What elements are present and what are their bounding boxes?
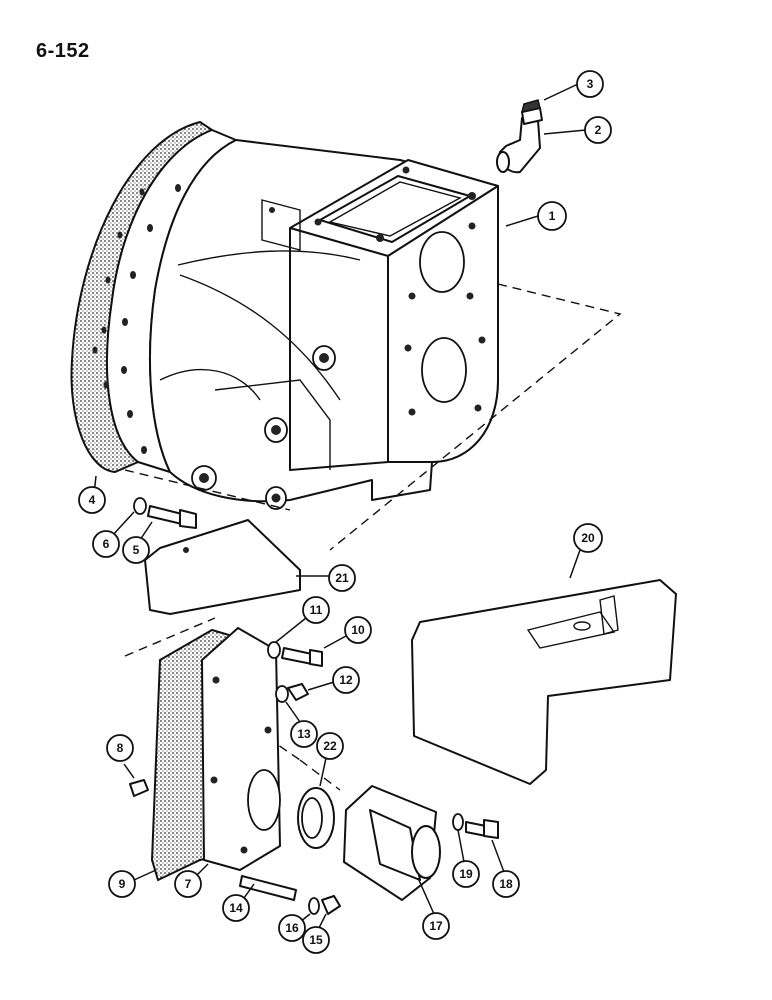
transmission-housing (70, 120, 499, 510)
callouts: 1 2 3 4 5 6 7 (78, 70, 612, 954)
callout-15: 15 (302, 913, 330, 954)
bracket-plate (144, 519, 301, 615)
nut-12 (287, 683, 309, 701)
breather-plug (520, 99, 543, 125)
callout-14: 14 (222, 883, 255, 922)
svg-text:6: 6 (103, 537, 110, 551)
svg-text:2: 2 (595, 123, 602, 137)
guard-shield (411, 579, 677, 785)
flange-bolt-holes (92, 156, 221, 454)
callout-4: 4 (78, 475, 106, 514)
washer-6 (133, 497, 147, 515)
callout-13: 13 (285, 701, 318, 748)
svg-text:4: 4 (89, 493, 96, 507)
svg-text:14: 14 (229, 901, 243, 915)
svg-text:13: 13 (297, 727, 311, 741)
callout-7: 7 (174, 863, 209, 898)
svg-text:19: 19 (459, 867, 473, 881)
callout-2: 2 (543, 116, 612, 144)
svg-text:3: 3 (587, 77, 594, 91)
svg-text:15: 15 (309, 933, 323, 947)
dowel-pin (129, 779, 149, 797)
nut-15 (321, 895, 341, 915)
callout-6: 6 (92, 511, 135, 558)
callout-5: 5 (122, 521, 153, 564)
end-cap (343, 785, 441, 901)
callout-1: 1 (505, 201, 567, 231)
svg-text:16: 16 (285, 921, 299, 935)
washer-11 (267, 641, 281, 659)
callout-11: 11 (275, 596, 330, 643)
svg-text:1: 1 (549, 209, 556, 223)
washer-16 (308, 897, 320, 915)
callout-8: 8 (106, 734, 135, 779)
callout-12: 12 (307, 666, 360, 694)
washer-13 (275, 685, 289, 703)
svg-text:12: 12 (339, 673, 353, 687)
svg-text:5: 5 (133, 543, 140, 557)
svg-text:17: 17 (429, 919, 443, 933)
svg-text:18: 18 (499, 877, 513, 891)
page-number: 6-152 (36, 40, 90, 62)
callout-3: 3 (543, 70, 604, 101)
bolt-18 (465, 819, 499, 839)
bolt-5 (147, 505, 197, 529)
breather-elbow (496, 117, 541, 174)
svg-text:7: 7 (185, 877, 192, 891)
callout-20: 20 (569, 523, 603, 579)
cover-plate (201, 627, 281, 871)
callout-16: 16 (278, 913, 311, 942)
oil-seal (297, 787, 335, 849)
callout-10: 10 (323, 616, 372, 649)
svg-text:9: 9 (119, 877, 126, 891)
svg-text:20: 20 (581, 531, 595, 545)
washer-19 (452, 813, 464, 831)
svg-text:8: 8 (117, 741, 124, 755)
stud-14 (239, 875, 297, 901)
reference-lines (124, 283, 622, 791)
bolt-10 (281, 647, 323, 667)
svg-text:21: 21 (335, 571, 349, 585)
callout-9: 9 (108, 869, 157, 898)
callout-22: 22 (316, 732, 344, 787)
svg-text:22: 22 (323, 739, 337, 753)
callout-18: 18 (491, 839, 520, 898)
callout-21: 21 (296, 564, 356, 592)
callout-17: 17 (417, 877, 450, 940)
svg-text:10: 10 (351, 623, 365, 637)
svg-text:11: 11 (310, 603, 323, 617)
callout-19: 19 (452, 829, 480, 888)
